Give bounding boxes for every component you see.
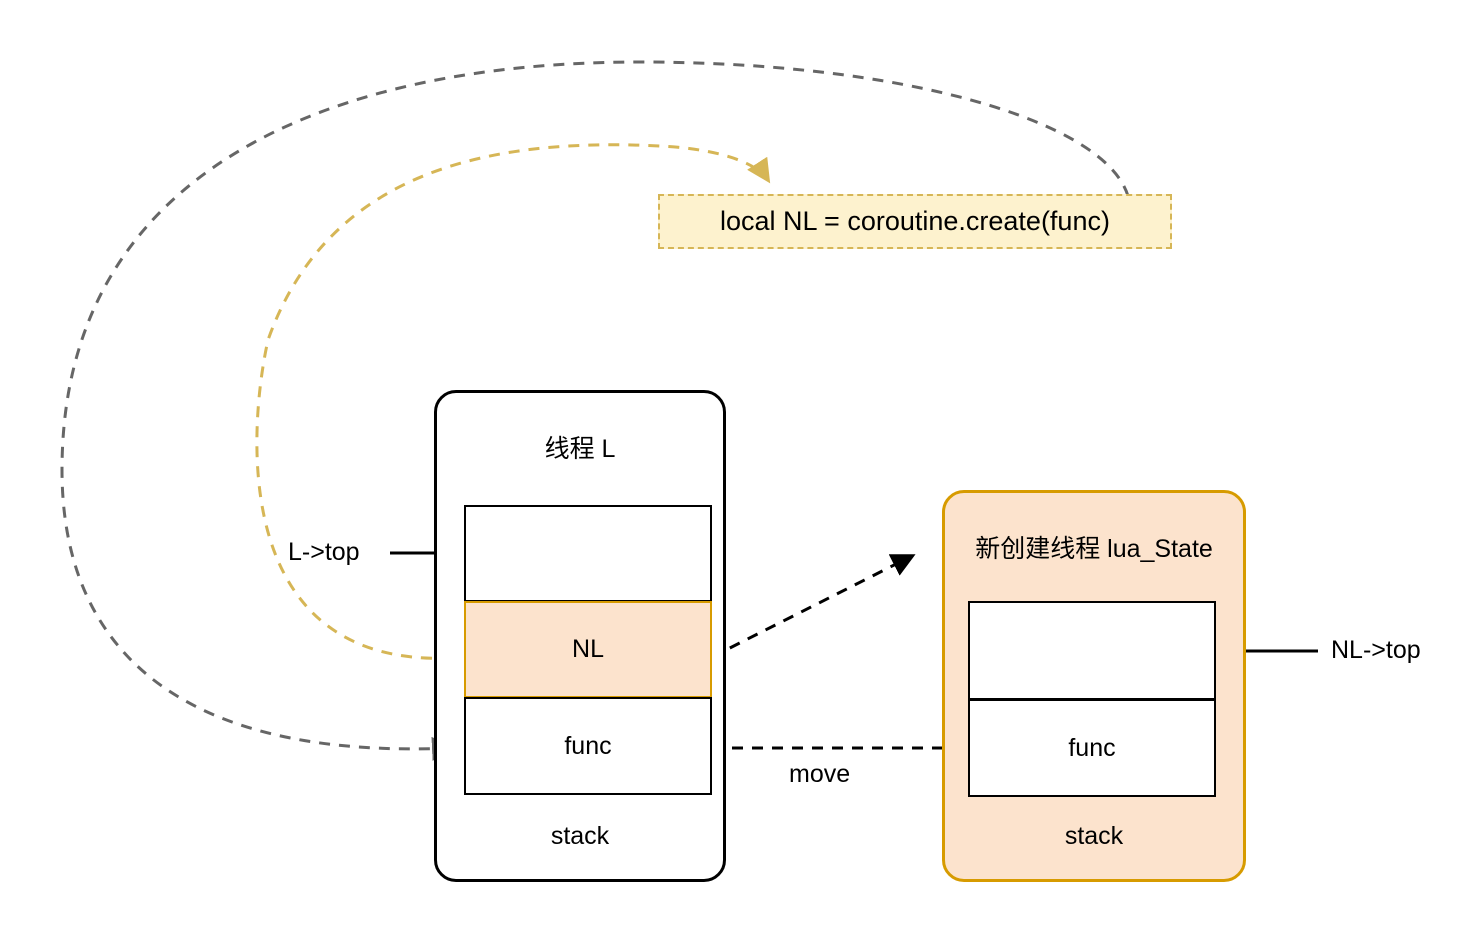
stack-slot-func-nl: func <box>968 699 1216 797</box>
thread-nl-stack-label: stack <box>1064 822 1124 850</box>
stack-slot-empty-nl <box>968 601 1216 700</box>
move-label: move <box>789 760 851 788</box>
nl-ref-edge <box>711 554 916 659</box>
stack-slot-nl: NL <box>464 601 712 698</box>
stack-slot-empty-l <box>464 505 712 602</box>
thread-l-title: 线程 L <box>544 435 616 463</box>
code-callout: local NL = coroutine.create(func) <box>658 194 1172 249</box>
l-top-label: L->top <box>288 538 360 566</box>
stack-slot-func-l: func <box>464 697 712 795</box>
thread-l-stack-label: stack <box>550 822 610 850</box>
thread-l-stack: NL func <box>464 505 712 795</box>
nl-top-label: NL->top <box>1331 636 1421 664</box>
thread-nl-stack: func <box>968 601 1216 797</box>
thread-nl-title: 新创建线程 lua_State <box>975 535 1213 563</box>
